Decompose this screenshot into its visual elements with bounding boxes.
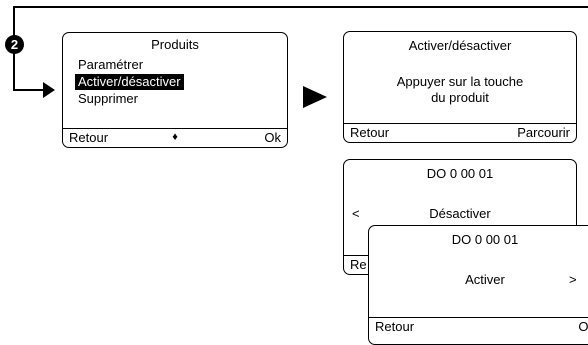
state-label: Activer xyxy=(465,272,505,287)
menu-item-activer-desactiver[interactable]: Activer/désactiver xyxy=(75,74,184,90)
up-down-icon: ♦ xyxy=(172,131,178,143)
screen-activate: DO 0 00 01 Activer > Retour Ok xyxy=(368,225,588,345)
instruction-line-1: Appuyer sur la touche xyxy=(396,74,524,89)
instruction-line-2: du produit xyxy=(431,90,489,105)
back-softkey[interactable]: Re xyxy=(350,257,367,272)
screen-title: Produits xyxy=(151,37,199,52)
screen-footer: Retour Ok xyxy=(369,317,588,336)
state-label: Désactiver xyxy=(429,206,491,221)
device-id: DO 0 00 01 xyxy=(451,232,519,247)
screen-activate-deactivate: Activer/désactiver Appuyer sur la touche… xyxy=(343,31,577,143)
back-softkey[interactable]: Retour xyxy=(350,125,390,140)
screen-products-menu: Produits Paramétrer Activer/désactiver S… xyxy=(62,32,288,148)
next-arrow xyxy=(303,86,327,108)
back-softkey[interactable]: Retour xyxy=(69,130,109,145)
browse-softkey[interactable]: Parcourir xyxy=(517,125,570,140)
screen-footer: Retour ♦ Ok xyxy=(63,128,287,147)
menu-item-supprimer[interactable]: Supprimer xyxy=(78,91,138,106)
ok-softkey[interactable]: Ok xyxy=(264,130,281,145)
ok-softkey[interactable]: Ok xyxy=(578,319,588,334)
loop-arrowhead xyxy=(43,82,55,98)
menu-item-parametrer[interactable]: Paramétrer xyxy=(78,57,144,72)
screen-footer: Retour Parcourir xyxy=(344,123,576,142)
next-arrow-icon[interactable]: > xyxy=(569,272,577,287)
previous-arrow-icon[interactable]: < xyxy=(352,206,360,221)
device-id: DO 0 00 01 xyxy=(426,166,494,181)
back-softkey[interactable]: Retour xyxy=(375,319,415,334)
screen-title: Activer/désactiver xyxy=(408,38,512,53)
step-badge: 2 xyxy=(5,35,24,54)
